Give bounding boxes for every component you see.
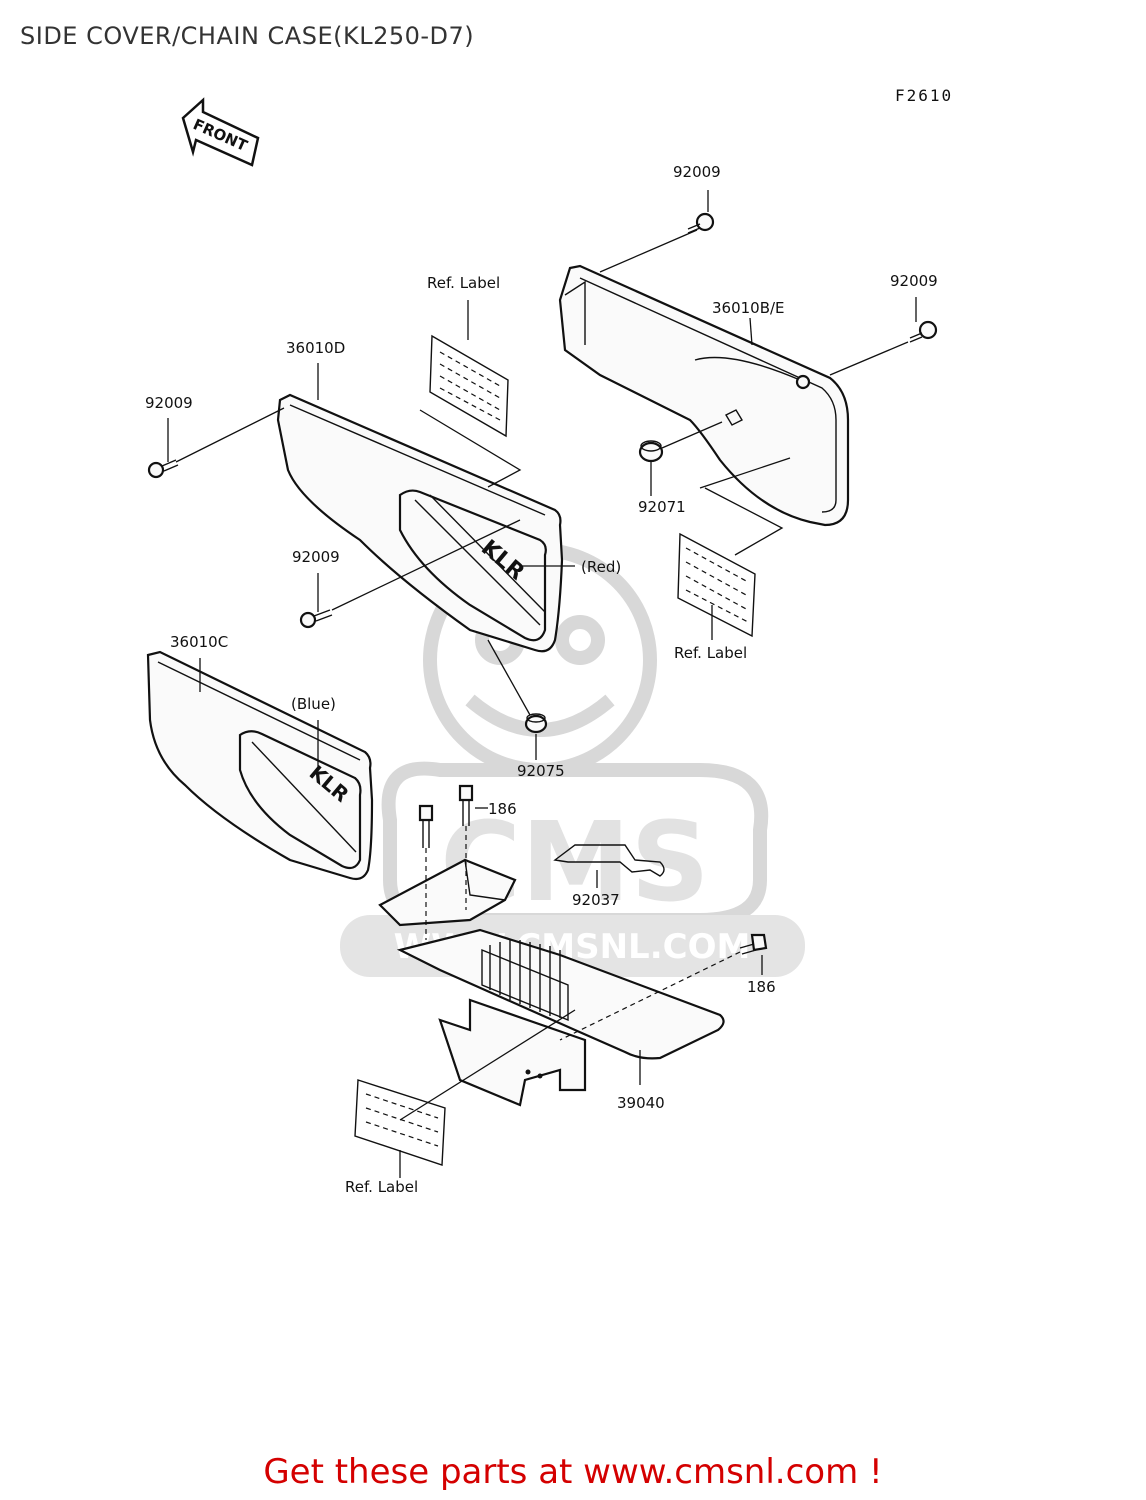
side-cover-left: KLR bbox=[146, 650, 374, 881]
grommet-92071-icon bbox=[638, 374, 811, 463]
callouts: 92009 92009 36010B/E Ref. Label 36010D 9… bbox=[145, 163, 938, 1196]
ref-label-bottom-patch bbox=[354, 1079, 446, 1166]
footer-link[interactable]: Get these parts at www.cmsnl.com ! bbox=[263, 1452, 883, 1492]
callout-screw-middle: 92009 bbox=[292, 548, 340, 566]
bolt-top-icon bbox=[418, 784, 474, 848]
callout-blue-note: (Blue) bbox=[291, 695, 336, 713]
chain-case bbox=[378, 858, 725, 1107]
side-cover-middle: KLR bbox=[276, 393, 564, 653]
figure-code: F2610 bbox=[895, 86, 954, 105]
screw-middle-icon bbox=[299, 609, 333, 629]
callout-ref-label-top: Ref. Label bbox=[427, 274, 500, 292]
screw-left-icon bbox=[147, 459, 179, 479]
page-title: SIDE COVER/CHAIN CASE(KL250-D7) bbox=[20, 22, 475, 50]
callout-screw-top: 92009 bbox=[673, 163, 721, 181]
grommet-92075-icon bbox=[524, 713, 548, 734]
side-cover-right bbox=[558, 264, 850, 527]
ref-label-top-patch bbox=[429, 334, 509, 438]
callout-grommet-middle: 92075 bbox=[517, 762, 565, 780]
clip-92037-icon bbox=[553, 844, 665, 877]
fasteners bbox=[147, 212, 938, 955]
callout-bolt-right: 186 bbox=[747, 978, 776, 996]
callout-screw-right: 92009 bbox=[890, 272, 938, 290]
callout-ref-label-bottom: Ref. Label bbox=[345, 1178, 418, 1196]
screw-top-icon bbox=[687, 212, 715, 234]
bolt-right-icon bbox=[739, 933, 768, 955]
callout-red-note: (Red) bbox=[581, 558, 621, 576]
callout-chain-case: 39040 bbox=[617, 1094, 665, 1112]
screw-right-icon bbox=[909, 320, 938, 343]
leader-lines bbox=[167, 190, 917, 1178]
callout-cover-middle: 36010D bbox=[286, 339, 345, 357]
callout-cover-left: 36010C bbox=[170, 633, 228, 651]
callout-grommet-right: 92071 bbox=[638, 498, 686, 516]
ref-label-right-patch bbox=[677, 532, 756, 638]
callout-cover-right: 36010B/E bbox=[712, 299, 785, 317]
callout-bolt-top: 186 bbox=[488, 800, 517, 818]
callout-clip: 92037 bbox=[572, 891, 620, 909]
callout-ref-label-right: Ref. Label bbox=[674, 644, 747, 662]
callout-screw-left: 92009 bbox=[145, 394, 193, 412]
front-arrow-icon: FRONT bbox=[181, 97, 260, 167]
